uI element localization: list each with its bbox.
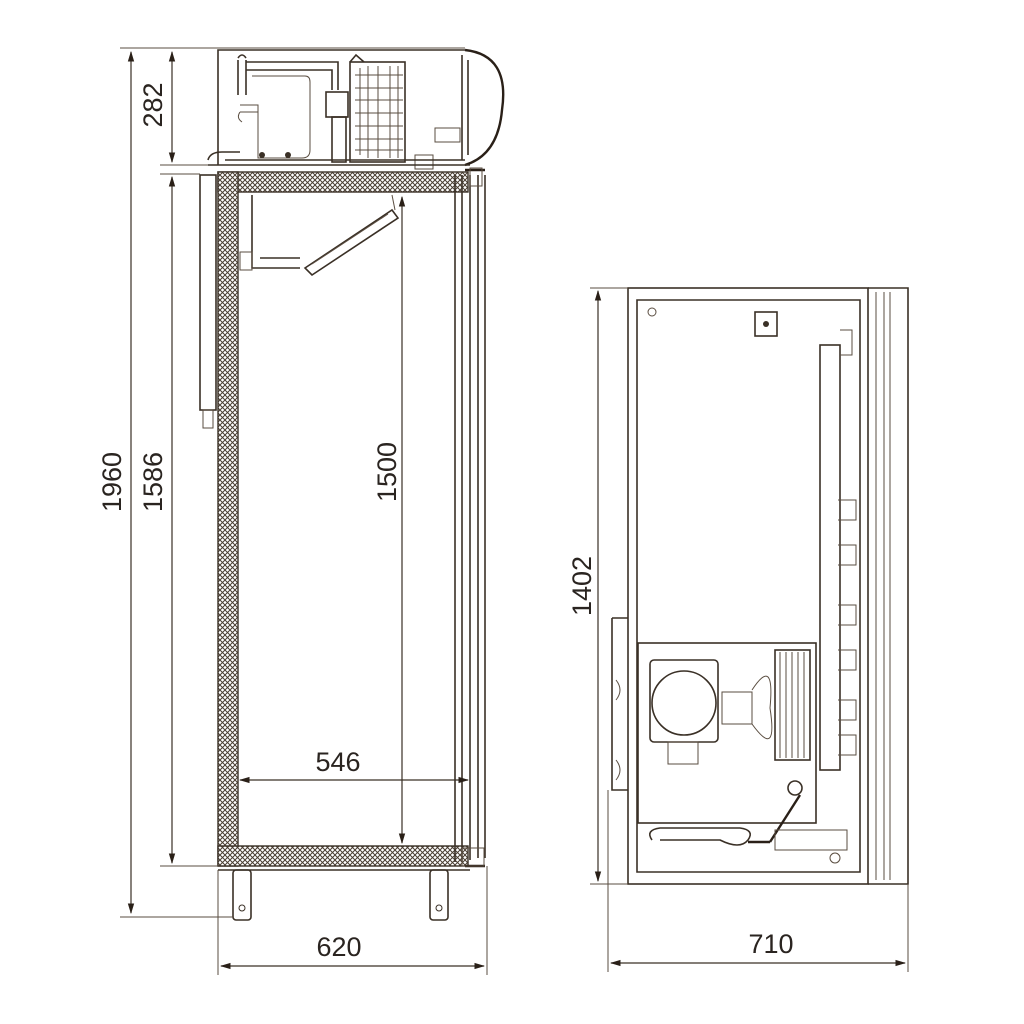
dimension-1586: 1586 <box>138 173 218 867</box>
front-section-view <box>199 47 505 921</box>
dim-label-1500: 1500 <box>372 442 402 502</box>
dim-label-1586: 1586 <box>138 452 168 512</box>
insulated-cabinet-walls <box>217 171 469 867</box>
dim-label-710: 710 <box>748 929 793 959</box>
dimension-1960: 1960 <box>97 47 233 918</box>
dim-label-282: 282 <box>138 82 168 127</box>
evaporator <box>239 194 400 277</box>
glass-door <box>454 167 486 868</box>
dim-label-620: 620 <box>316 932 361 962</box>
dim-label-1402: 1402 <box>567 556 597 616</box>
dimension-710: 710 <box>607 790 909 972</box>
evaporator-strip <box>819 329 857 771</box>
dimension-1402: 1402 <box>567 287 628 885</box>
dimension-620: 620 <box>217 866 488 975</box>
side-tube <box>199 174 217 411</box>
top-refrigeration-unit <box>207 47 505 170</box>
dim-label-546: 546 <box>315 747 360 777</box>
side-view <box>611 287 909 885</box>
dimension-282: 282 <box>138 50 208 166</box>
dimension-1500: 1500 <box>372 195 406 845</box>
leg-left <box>232 869 252 921</box>
dim-label-1960: 1960 <box>97 452 127 512</box>
compressor-compartment <box>637 642 848 864</box>
dimension-546: 546 <box>238 747 470 784</box>
leg-right <box>429 869 449 921</box>
thermostat <box>754 311 778 337</box>
